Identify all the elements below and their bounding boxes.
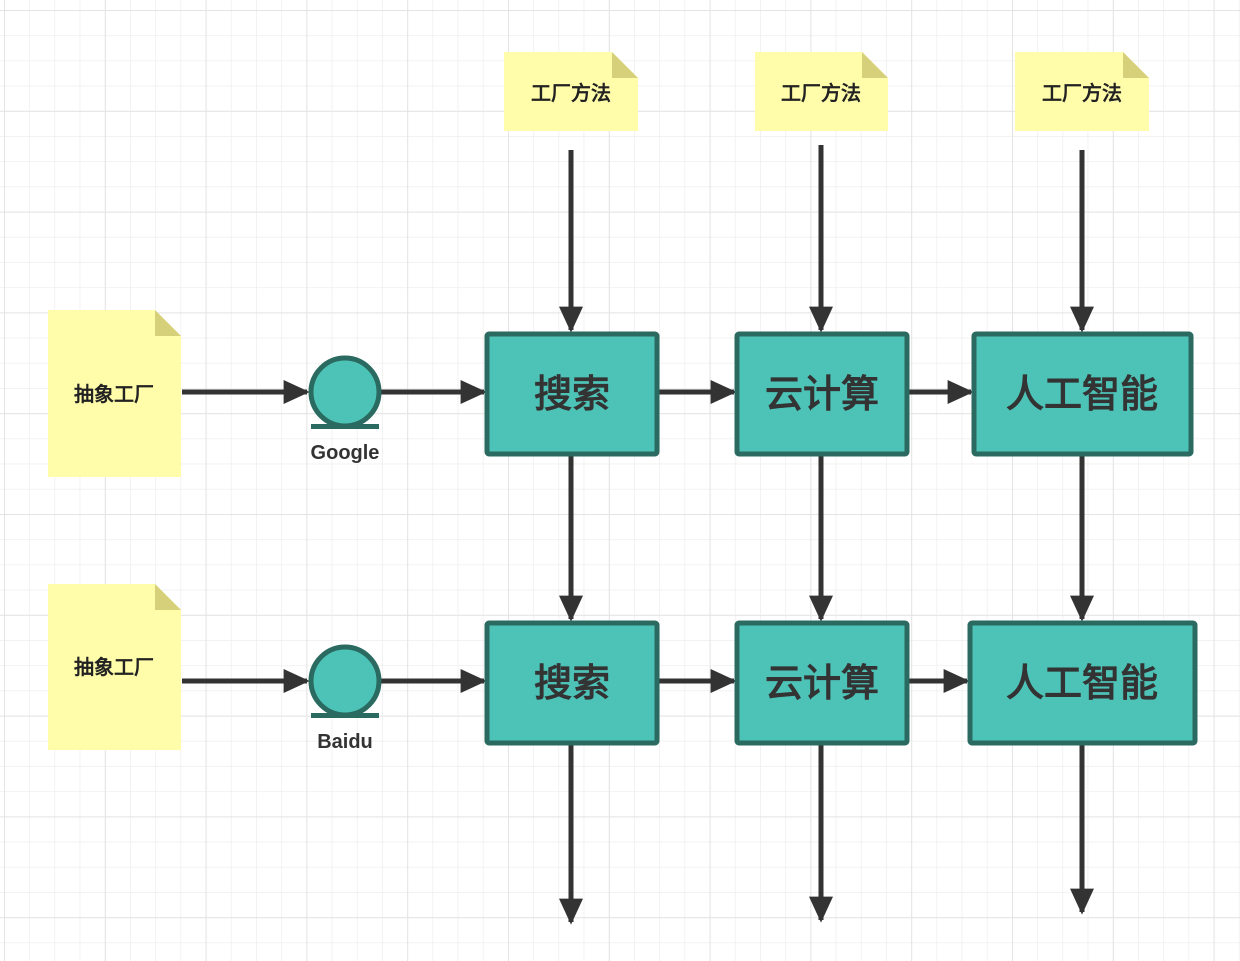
product-label: 搜索 [534,372,610,416]
top-note-1[interactable]: 工厂方法 [504,52,638,131]
product-ai-google[interactable]: 人工智能 [971,331,1194,457]
top-note-3[interactable]: 工厂方法 [1015,52,1149,131]
product-cloud-google[interactable]: 云计算 [734,331,910,457]
note-label: 工厂方法 [531,81,611,105]
product-label: 云计算 [765,372,879,416]
note-label: 工厂方法 [1042,81,1122,105]
note-label: 抽象工厂 [74,382,154,406]
product-label: 云计算 [765,661,879,705]
product-cloud-baidu[interactable]: 云计算 [734,620,910,746]
provider-label: Google [311,442,380,464]
arrows [182,145,1094,925]
abstract-factory-note-2[interactable]: 抽象工厂 [48,584,181,750]
provider-label: Baidu [317,731,373,753]
product-label: 人工智能 [1006,661,1158,705]
provider-google[interactable]: Google [308,355,382,464]
abstract-factory-note-1[interactable]: 抽象工厂 [48,310,181,477]
note-label: 抽象工厂 [74,655,154,679]
top-note-2[interactable]: 工厂方法 [755,52,888,131]
entity-base [311,713,379,718]
product-ai-baidu[interactable]: 人工智能 [967,620,1198,746]
product-search-baidu[interactable]: 搜索 [484,620,660,746]
product-label: 搜索 [534,661,610,705]
entity-base [311,424,379,429]
note-label: 工厂方法 [781,81,861,105]
provider-baidu[interactable]: Baidu [308,644,382,753]
product-label: 人工智能 [1006,372,1158,416]
product-search-google[interactable]: 搜索 [484,331,660,457]
